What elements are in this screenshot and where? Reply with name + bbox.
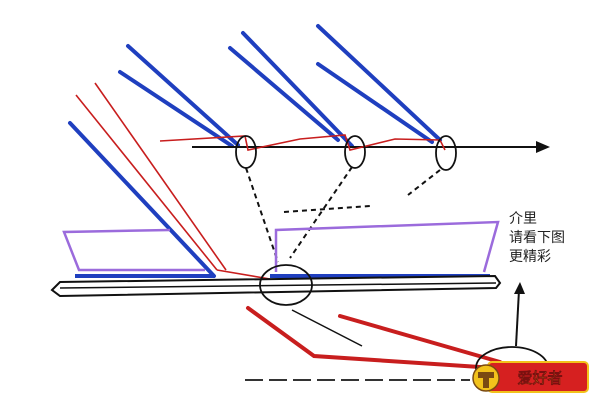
highlight-circle — [435, 135, 457, 171]
blue-diagonal-strokes — [118, 24, 442, 148]
blue-stroke — [126, 44, 240, 147]
left-purple-outline — [62, 228, 205, 272]
blue-stroke-left — [68, 121, 216, 278]
purple-outlines — [62, 220, 500, 273]
leader-line — [291, 309, 363, 347]
highlight-circle — [344, 135, 366, 169]
red-diagonal-lines — [75, 82, 271, 280]
caption-line: 请看下图 — [509, 230, 565, 246]
lower-red-lines — [246, 306, 502, 370]
watermark-text: 爱好者 — [517, 369, 562, 387]
joint-circle — [259, 264, 313, 306]
caption-line: 更精彩 — [509, 249, 551, 265]
caption-pointer-arrow — [514, 282, 525, 347]
upper-baseline-arrow — [192, 141, 550, 153]
red-sawtooth-line — [159, 134, 446, 151]
blue-stroke — [241, 31, 354, 148]
arrowhead-icon — [514, 282, 525, 294]
blue-stroke — [118, 70, 234, 148]
watermark-badge: 爱好者 — [472, 361, 589, 393]
woodworking-mascot-icon — [472, 364, 500, 392]
caption-line: 介里 — [509, 211, 537, 227]
base-board — [50, 274, 502, 298]
caption-text: 介里 请看下图 更精彩 — [509, 210, 565, 267]
blue-stroke — [316, 62, 434, 144]
dashed-connectors — [245, 166, 441, 263]
blue-stroke — [228, 46, 340, 142]
arrowhead-icon — [536, 141, 550, 153]
right-purple-outline — [274, 220, 500, 273]
blue-stroke — [316, 24, 442, 142]
